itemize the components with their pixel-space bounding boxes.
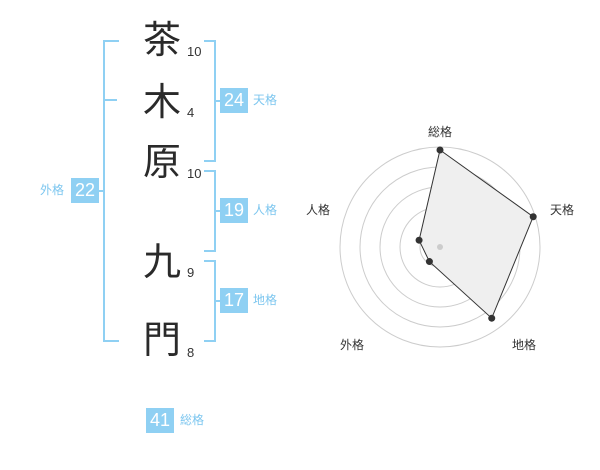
radar-area — [418, 149, 534, 320]
radar-points — [415, 146, 537, 322]
chikaku-connector — [216, 300, 220, 302]
name-char-1: 茶 — [142, 18, 181, 62]
gaikaku-bracket-mid — [103, 99, 117, 101]
tenkaku-value: 24 — [220, 88, 248, 113]
radar-axis-label-chikaku: 地格 — [511, 338, 536, 352]
tenkaku-bracket — [204, 40, 216, 162]
stroke-count-4: 9 — [187, 265, 195, 280]
tenkaku-connector — [216, 100, 220, 102]
radar-point-1 — [529, 213, 537, 221]
radar-axis-label-gaikaku: 外格 — [339, 338, 364, 352]
radar-axis-label-tenkaku: 天格 — [549, 203, 574, 217]
radar-axis-label-soukaku: 総格 — [427, 125, 452, 139]
radar-point-4 — [415, 236, 423, 244]
soukaku-value: 41 — [146, 408, 174, 433]
stroke-count-2: 4 — [187, 105, 195, 120]
radar-center-dot — [437, 244, 443, 250]
jinkaku-label: 人格 — [253, 203, 278, 217]
jinkaku-value: 19 — [220, 198, 248, 223]
gaikaku-label: 外格 — [40, 183, 65, 197]
chikaku-label: 地格 — [253, 293, 278, 307]
soukaku-label: 総格 — [180, 413, 205, 427]
gaikaku-connector — [98, 190, 103, 192]
jinkaku-connector — [216, 210, 220, 212]
gaikaku-value: 22 — [71, 178, 99, 203]
radar-point-3 — [425, 258, 433, 266]
gaikaku-bracket — [103, 40, 119, 342]
radar-point-2 — [488, 314, 496, 322]
jinkaku-bracket — [204, 170, 216, 252]
tenkaku-label: 天格 — [253, 93, 278, 107]
chikaku-bracket — [204, 260, 216, 342]
name-char-3: 原 — [142, 140, 181, 184]
name-char-5: 門 — [142, 318, 181, 362]
name-char-4: 九 — [142, 240, 181, 284]
radar-axis-label-jinkaku: 人格 — [305, 203, 330, 217]
stroke-count-1: 10 — [187, 44, 202, 59]
chikaku-value: 17 — [220, 288, 248, 313]
name-char-2: 木 — [142, 80, 181, 124]
stroke-count-3: 10 — [187, 166, 202, 181]
stroke-count-5: 8 — [187, 345, 195, 360]
radar-point-0 — [436, 146, 444, 154]
